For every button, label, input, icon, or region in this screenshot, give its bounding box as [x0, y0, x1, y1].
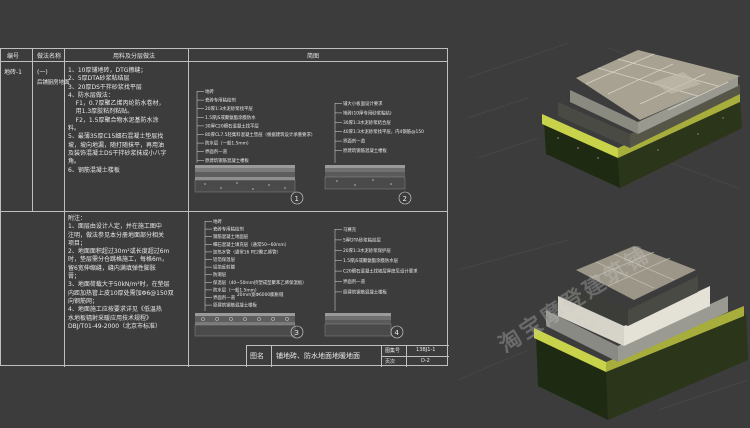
layer-label: 钢筋混凝土地面层	[213, 233, 249, 240]
layer-label: 防潮层	[213, 271, 227, 278]
layer-label: 80厚CL7.5轻集料混凝土垫层（根据建筑设计承重要求）	[205, 131, 315, 138]
layer-label: 瓷砖专用粘结剂	[205, 97, 236, 104]
expansion-joint-label: 20mm宽Φ6000膨胀缝	[237, 291, 284, 298]
note-line: 3、地面荷载大于50kN/m²时，在垫层	[68, 281, 170, 289]
layer-label: 1.5厚JS或聚氨酯涂膜防水层	[343, 257, 399, 264]
material-step: 用1.3厚胶粘剂粘贴。	[68, 108, 134, 116]
layer-label: 界面剂一道	[205, 148, 228, 155]
row-name-a: (一)	[37, 69, 48, 76]
diagram-number-2: 2	[403, 195, 407, 203]
layer-label: 30厚1:3水泥砂浆结合层	[343, 119, 391, 126]
row-name-b: 后铺厨房地面	[37, 80, 70, 86]
note-line: 水地板辐射采暖应用技术规程》	[68, 314, 153, 322]
tile-layer	[195, 165, 295, 168]
diagram-number-3: 3	[295, 329, 299, 337]
layer-label: 防水层（一般1.5mm）	[213, 286, 259, 293]
layer-label: 铺大小板面设计要求	[343, 100, 383, 107]
header-name: 做法名称	[37, 53, 62, 60]
material-step: 5、最薄35厚C15细石混凝土垫层找	[68, 133, 164, 141]
material-step: F1，0.7厚聚乙烯丙纶防水卷材，	[68, 100, 165, 108]
layer-label: 原建筑钢筋混凝土楼板	[343, 288, 388, 295]
layer-label: 5厚DTA砂浆粘结层	[343, 236, 381, 243]
material-step: 及装饰混凝土DS干拌砂浆抹成小八字	[68, 149, 167, 157]
layer-label: 地砖	[213, 218, 222, 225]
waterproof-layer	[542, 114, 618, 158]
layer-label: 40厚1:3水泥砂浆找平层，内4钢筋@150	[343, 128, 424, 135]
note-line: 膏；	[68, 273, 81, 281]
col-divider	[32, 49, 33, 211]
title-label: 图名	[250, 352, 264, 360]
drawing-title: 铺地砖、防水地面地暖地面	[276, 352, 360, 360]
page-label: 页次	[385, 359, 396, 365]
layer-label: 保温层（40~50mm挤塑成型聚苯乙烯保温板）	[213, 279, 307, 286]
note-line: 项目；	[68, 239, 87, 247]
diagram-number-1: 1	[295, 195, 299, 203]
col-divider	[188, 49, 189, 367]
note-line: 注明，做法参见本分册地面部分相关	[68, 231, 165, 239]
header-diagram: 简图	[307, 53, 320, 60]
layer-label: 1.5厚JS或聚氨酯涂膜防水	[205, 114, 256, 121]
row-code: 地砖-1	[4, 69, 22, 76]
layer-label: 防水层（一般1.5mm）	[205, 140, 251, 147]
layer-label: 30厚C20细石混凝土找平层	[205, 122, 259, 129]
layer-label: 细石混凝土填充层（通常50~60mm）	[213, 241, 289, 248]
layer-label: 地砖	[205, 88, 214, 95]
note-line: DBJ/T01-49-2000（北京市标准）	[68, 322, 162, 330]
note-line: 内距加热管上皮10厚处需加Φ6@150双	[68, 289, 174, 297]
col-divider	[64, 49, 65, 367]
material-step: 6、钢筋混凝土楼板	[68, 166, 120, 174]
layer-label: 原建筑钢筋混凝土楼板	[343, 147, 388, 154]
material-step: F2，1.5厚聚合物水泥基防水涂	[68, 116, 159, 124]
gravel-base	[544, 122, 620, 188]
note-line: 留6宽伸缩缝，缝内满填弹性膨胀	[68, 264, 156, 272]
layer-label: 20厚1:3水泥砂浆找平层	[205, 105, 253, 112]
material-step: 料。	[68, 125, 81, 133]
notes: 附注：1、面层由设计人定，并在施工图中注明，做法参见本分册地面部分相关项目；2、…	[68, 215, 174, 331]
note-line: 附注：	[68, 215, 87, 222]
section-diagram-4: 马赛克 5厚DTA砂浆粘结层 20厚1:3水泥砂浆保护层 1.5厚JS或聚氨酯涂膜防水…	[324, 226, 418, 339]
material-step: 坡，坡向地漏，随打随抹平，再用油	[68, 141, 165, 149]
layer-label: 铝箔保温层	[213, 256, 236, 263]
note-line: 1、面层由设计人定，并在施工图中	[68, 223, 162, 231]
layer-label: C20细石混凝土找坡层厚度见设计要求	[343, 268, 418, 275]
note-line: 4、地面施工应按要求详见《低温热	[68, 306, 162, 314]
page-value: D-2	[421, 358, 430, 364]
layer-label: 界面剂一道	[343, 278, 366, 285]
material-step: 2、5厚DTA砂浆粘结层	[68, 75, 130, 83]
note-line: 时，垫层需分仓跳格施工，每格6m，	[68, 256, 168, 264]
layer-label: 原建筑钢筋混凝土楼板	[205, 157, 250, 164]
title-block: 图名 铺地砖、防水地面地暖地面 图集号 13BJ1-1 页次 D-2	[246, 345, 449, 367]
layer-label: 20厚1:3水泥砂浆保护层	[343, 247, 391, 254]
material-step: 角。	[68, 158, 81, 166]
note-line: 2、地面面积超过30m²或长度超过6m	[68, 248, 170, 256]
layer-label: 原建筑钢筋混凝土楼板	[213, 302, 258, 309]
note-line: 向钢筋网；	[68, 297, 99, 305]
layer-label: 界面剂一道	[343, 138, 366, 145]
layer-label: 加热水管（通常16 PE2聚乙烯管）	[213, 248, 281, 255]
diagram-number-4: 4	[395, 329, 400, 337]
row-divider	[1, 211, 447, 212]
layer-label: 界面剂一道	[213, 294, 236, 301]
set-label: 图集号	[385, 348, 401, 354]
layer-label: 铝箔反射膜	[213, 264, 236, 271]
floor-render-bottom	[458, 240, 749, 420]
material-step: 1、10厚铺地砖，DTG擦缝；	[68, 67, 147, 74]
section-diagram-3: 地砖瓷砖专用粘结剂钢筋混凝土地面层细石混凝土填充层（通常50~60mm）加热水管…	[194, 218, 307, 339]
material-step: 4、防水层做法：	[68, 91, 114, 99]
layer-label: 马赛克	[343, 226, 357, 233]
table-header: 编号 做法名称 用料及分层做法 简图	[1, 49, 447, 62]
header-no: 编号	[7, 53, 20, 60]
layer-label: 地砖(10厚专用砂浆粘结)	[343, 109, 392, 116]
set-value: 13BJ1-1	[416, 347, 436, 353]
layer-label: 瓷砖专用粘结剂	[213, 226, 244, 233]
header-materials: 用料及分层做法	[113, 53, 156, 60]
detail-sheet: 编号 做法名称 用料及分层做法 简图 地砖-1 (一) 后铺厨房地面 1、10厚…	[0, 48, 449, 367]
material-step: 3、20厚DS干拌砂浆找平层	[68, 83, 142, 91]
gravel-base-bottom	[536, 336, 608, 420]
floor-render-top	[467, 42, 742, 189]
